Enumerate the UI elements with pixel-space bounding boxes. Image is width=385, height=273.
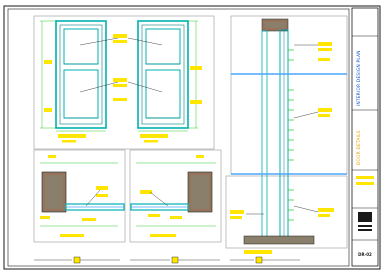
door-vertical-section [225,15,348,254]
drawing-subtitle: DOOR DETAILS [356,130,361,166]
sheet-number: DR-02 [358,252,372,257]
annotation-tags-elevation [44,34,202,143]
door-plan-section-left [33,149,126,243]
title-block: INTERIOR DESIGN PLAN DOOR DETAILS DR-02 [352,8,378,266]
yellow-square-marker-icon [73,256,81,264]
yellow-square-marker-icon [171,256,179,264]
yellow-square-marker-icon [255,256,263,264]
door-elevations-panel [33,15,215,150]
right-door-elevation [137,20,198,129]
inner-border [7,8,350,267]
left-door-elevation [40,20,107,129]
drawing-title: INTERIOR DESIGN PLAN [356,50,361,106]
title-block-frame [351,7,379,267]
door-plan-section-right [129,149,222,243]
